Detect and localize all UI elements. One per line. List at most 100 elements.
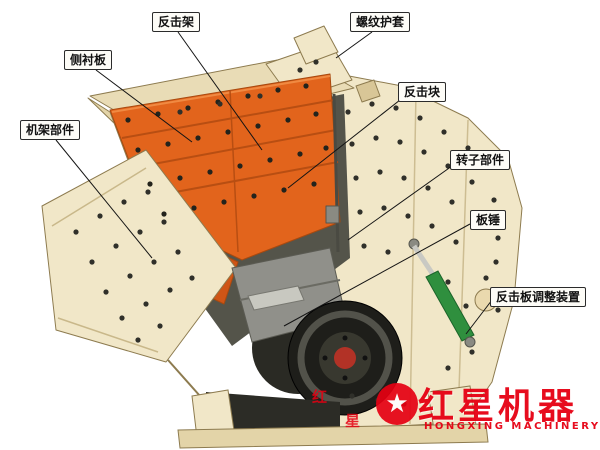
- bolt-dot: [401, 175, 407, 181]
- bolt-dot: [393, 105, 399, 111]
- bolt-dot: [281, 187, 287, 193]
- flywheel-ring: [297, 310, 393, 406]
- bolt-dot: [73, 229, 79, 235]
- bolt-dot: [225, 129, 231, 135]
- brand-star-logo: ★: [376, 383, 418, 425]
- bolt-dot: [251, 193, 257, 199]
- liner-row: [121, 99, 335, 139]
- cylinder-body: [425, 270, 475, 342]
- bolt-dot: [97, 213, 103, 219]
- rotor-assembly: [231, 247, 403, 416]
- bolt-dot: [147, 181, 153, 187]
- label-impact-block: 反击块: [398, 82, 447, 102]
- blow-bar-part: [247, 285, 305, 311]
- bolt-dot: [405, 213, 411, 219]
- bolt-dot: [385, 249, 391, 255]
- wall-seam: [409, 91, 417, 425]
- bolt-dot: [89, 259, 95, 265]
- bolt-dot: [445, 279, 451, 285]
- bolt-dot: [127, 273, 133, 279]
- leader-impact-plate-adjuster: [465, 299, 493, 335]
- hub-bolt: [342, 375, 348, 381]
- brand-mini-mark: 星: [345, 412, 361, 430]
- leader-thread-sleeve: [335, 31, 373, 59]
- bolt-dot: [453, 239, 459, 245]
- label-blow-bar: 板锤: [470, 210, 507, 230]
- bolt-dot: [303, 83, 309, 89]
- bolt-dot: [493, 259, 499, 265]
- machine-base: [177, 385, 489, 449]
- bolt-dot: [349, 141, 355, 147]
- bolt-dot: [207, 169, 213, 175]
- hub-bolt: [322, 355, 328, 361]
- bolt-dot: [237, 163, 243, 169]
- label-impact-frame: 反击架: [152, 12, 201, 32]
- bolt-dot: [157, 323, 163, 329]
- bolt-dot: [267, 157, 273, 163]
- bolt-dot: [275, 87, 281, 93]
- bolt-dot: [119, 315, 125, 321]
- bolt-dot: [167, 287, 173, 293]
- label-rotor-parts: 转子部件: [450, 150, 511, 170]
- leader-impact-block: [287, 99, 401, 189]
- bolt-dot: [449, 199, 455, 205]
- bolt-dot: [361, 243, 367, 249]
- bolt-dot: [137, 229, 143, 235]
- bolt-dot: [465, 145, 471, 151]
- bolt-dot: [143, 301, 149, 307]
- bolt-dot: [313, 59, 319, 65]
- brand-subtitle: HONGXING MACHINERY: [424, 421, 600, 432]
- bolt-dot: [483, 275, 489, 281]
- bolt-dot: [425, 185, 431, 191]
- bolt-dot: [311, 181, 317, 187]
- bolt-dot: [125, 117, 131, 123]
- bolt-dot: [165, 141, 171, 147]
- divider-rod: [332, 93, 340, 253]
- bolt-dot: [151, 259, 157, 265]
- bolt-dot: [397, 139, 403, 145]
- bolt-dot: [221, 199, 227, 205]
- bolt-dot: [245, 93, 251, 99]
- adjuster-block: [325, 205, 340, 224]
- bolt-dot: [145, 189, 151, 195]
- bolt-dot: [345, 109, 351, 115]
- bolt-dot: [429, 223, 435, 229]
- wedge-seam: [51, 167, 147, 227]
- bolt-dots-frame: [73, 189, 195, 343]
- thread-sleeve-part: [293, 25, 339, 65]
- bolt-dot: [191, 205, 197, 211]
- liner-row: [131, 129, 337, 169]
- bolt-dot: [463, 303, 469, 309]
- bolt-dot: [469, 179, 475, 185]
- leader-frame-parts: [55, 139, 153, 259]
- label-thread-sleeve: 螺纹护套: [350, 12, 411, 32]
- label-side-liner: 侧衬板: [64, 50, 113, 70]
- bolt-dot: [255, 123, 261, 129]
- leader-impact-frame: [177, 31, 263, 151]
- bolt-dot: [297, 67, 303, 73]
- bolt-dot: [185, 105, 191, 111]
- bolt-dot: [135, 337, 141, 343]
- cylinder-pin: [464, 336, 476, 348]
- bolt-dot: [373, 135, 379, 141]
- leader-blow-bar: [283, 223, 471, 327]
- liner-seam: [229, 89, 239, 253]
- bolt-dot: [495, 307, 501, 313]
- label-impact-plate-adjuster: 反击板调整装置: [490, 287, 587, 307]
- brand-mini-mark: 红: [312, 388, 328, 406]
- bolt-dot: [257, 93, 263, 99]
- cylinder-rod: [411, 244, 437, 278]
- bolt-dot: [441, 129, 447, 135]
- label-frame-parts: 机架部件: [20, 120, 81, 140]
- bolt-dot: [113, 243, 119, 249]
- wedge-seam: [57, 317, 159, 353]
- bolt-dot: [155, 111, 161, 117]
- top-right-bracket: [355, 79, 381, 103]
- bolt-dots-roof: [177, 59, 319, 115]
- bolt-dot: [369, 101, 375, 107]
- brand-name: 红星机器: [418, 386, 579, 427]
- bolt-dot: [175, 249, 181, 255]
- bolt-dot: [421, 149, 427, 155]
